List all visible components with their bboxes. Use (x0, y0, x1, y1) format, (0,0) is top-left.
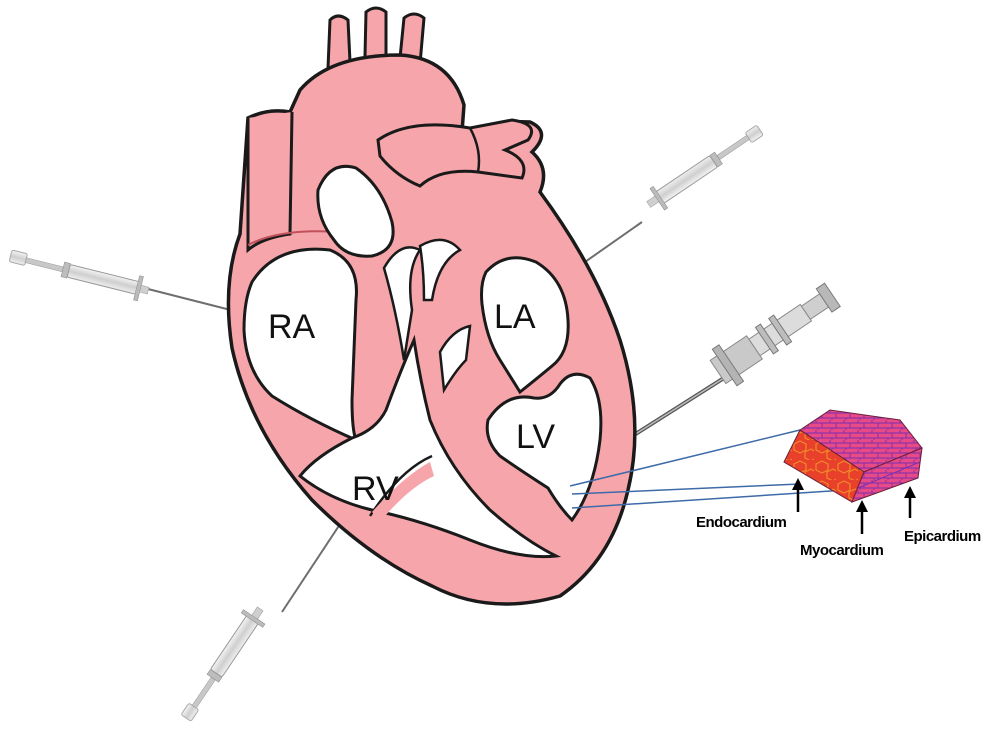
arrow-myocardium (856, 500, 868, 534)
label-rv: RV (352, 470, 399, 508)
label-lv: LV (516, 418, 555, 456)
label-epicardium: Epicardium (904, 528, 981, 545)
label-endocardium: Endocardium (696, 514, 787, 531)
label-ra: RA (268, 308, 316, 346)
syringe-rv (175, 506, 352, 725)
label-la: LA (494, 298, 536, 336)
arrow-endocardium (792, 478, 804, 512)
label-myocardium: Myocardium (800, 542, 884, 559)
heart: RA LA LV RV (228, 8, 634, 604)
tissue-block (784, 410, 922, 502)
arrow-epicardium (904, 486, 916, 518)
syringe-ra (7, 244, 262, 318)
